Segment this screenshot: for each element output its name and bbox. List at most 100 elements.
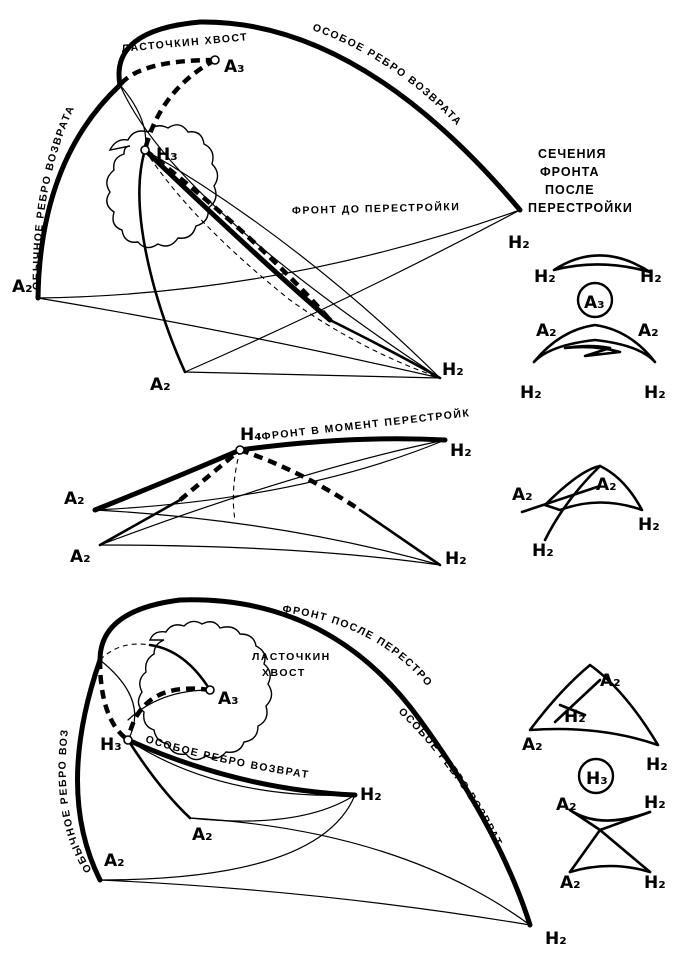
label-h2: H₂	[644, 873, 666, 893]
section-moment	[520, 464, 644, 542]
label-a2: A₂	[522, 735, 543, 755]
thin-line	[94, 439, 446, 511]
caption-sections: ФРОНТА	[540, 165, 599, 179]
label-h2: H₂	[360, 785, 382, 805]
label-h2: H₂	[532, 541, 554, 561]
label-a2: A₂	[70, 547, 91, 567]
label-a2: A₂	[150, 375, 171, 395]
label-a2: A₂	[638, 321, 659, 341]
point-a3	[205, 685, 215, 695]
label-h2: H₂	[442, 360, 464, 380]
label-h4: H₄	[240, 425, 262, 445]
label-a2: A₂	[192, 825, 213, 845]
swallowtail-region	[106, 124, 219, 249]
label-h2: H₂	[644, 383, 666, 403]
edge-a2-h4	[92, 447, 243, 513]
dashed-line	[232, 449, 241, 521]
thin-line	[94, 509, 441, 566]
edge-h4-h2	[237, 436, 448, 453]
label-a3: A₃	[218, 689, 239, 709]
label-h2: H₂	[445, 549, 467, 569]
thin-line	[99, 544, 441, 566]
swallowtail-edge	[148, 643, 212, 692]
label-a2: A₂	[104, 851, 125, 871]
label-h2: H₂	[508, 233, 530, 253]
ordinary-edge	[75, 657, 103, 883]
caption-special-edge: ОСОБОЕ РЕБРО ВОЗВРАТА	[311, 21, 464, 128]
dashed-line	[144, 149, 441, 379]
label-h2: H₂	[640, 267, 662, 287]
edge-a2-h2	[98, 498, 182, 547]
thin-line	[144, 149, 441, 379]
label-a3: A₃	[584, 293, 605, 313]
special-edge-inner	[125, 737, 358, 798]
edge-h3-a2	[126, 738, 192, 820]
caption-sections: ПЕРЕСТРОЙКИ	[528, 200, 633, 215]
dashed-edge	[97, 659, 130, 742]
caption-swallowtail: ХВОСТ	[262, 667, 306, 679]
label-a2: A₂	[64, 489, 85, 509]
label-h3: H₃	[586, 769, 608, 789]
special-edge	[116, 19, 523, 213]
label-h2: H₂	[638, 515, 660, 535]
dashed-edge	[143, 148, 332, 322]
dashed-edge	[239, 447, 362, 512]
label-a2: A₂	[512, 485, 533, 505]
caption-sections: ПОСЛЕ	[545, 183, 595, 197]
label-h2: H₂	[520, 383, 542, 403]
diagram-front-after	[75, 597, 533, 928]
section-h3	[528, 663, 660, 874]
thin-line	[99, 794, 356, 881]
label-h2: H₂	[646, 755, 668, 775]
thin-line	[99, 439, 446, 546]
point-a3	[210, 55, 220, 65]
dashed-edge	[125, 686, 211, 741]
diagram-front-before	[35, 19, 523, 380]
label-a2: A₂	[536, 321, 557, 341]
label-a2: A₂	[596, 475, 617, 495]
swallowtail-region	[137, 620, 273, 761]
label-h2: H₂	[534, 267, 556, 287]
caption-sections: СЕЧЕНИЯ	[538, 147, 606, 161]
caption-special-edge: ОСОБОЕ РЕБРО ВОЗВРАТА	[0, 0, 503, 848]
caption-front-before: ФРОНТ ДО ПЕРЕСТРОЙКИ	[292, 200, 461, 217]
thin-line	[184, 209, 521, 373]
edge-h3-h2-lower	[328, 318, 442, 380]
thin-line	[189, 817, 531, 926]
caption-front-after: ФРОНТ ПОСЛЕ ПЕРЕСТРОЙКИ	[0, 0, 435, 689]
label-a2: A₂	[556, 795, 577, 815]
thin-line	[127, 739, 356, 796]
point-h4	[235, 445, 245, 455]
dashed-edge	[118, 57, 216, 87]
label-a2: A₂	[12, 277, 33, 297]
label-h2: H₂	[644, 793, 666, 813]
point-h3	[140, 145, 150, 155]
dashed-edge	[178, 448, 242, 502]
thin-line	[189, 794, 356, 822]
label-a3: A₃	[224, 57, 245, 77]
edge-h4-h2-lower	[358, 508, 442, 567]
label-a2: A₂	[600, 671, 621, 691]
thin-line	[99, 879, 531, 926]
ordinary-edge	[35, 82, 123, 301]
label-h2: H₂	[545, 929, 567, 949]
caption-swallowtail: ЛАСТОЧКИН ХВОСТ	[121, 31, 249, 55]
label-h3: H₃	[100, 735, 122, 755]
edge-h3-h2	[142, 147, 333, 323]
caption-swallowtail: ЛАСТОЧКИН	[252, 651, 331, 663]
label-h3: H₃	[156, 145, 178, 165]
thin-line	[119, 84, 441, 379]
section-a3	[532, 254, 657, 364]
thin-line	[184, 371, 441, 379]
dashed-line	[99, 643, 151, 661]
thin-line	[99, 659, 136, 741]
thin-line	[37, 297, 441, 379]
edge-h3-a2	[138, 148, 187, 374]
diagram-front-moment	[92, 436, 448, 567]
label-h2: H₂	[564, 707, 586, 727]
point-h3	[123, 735, 133, 745]
label-a2: A₂	[560, 873, 581, 893]
label-h2: H₂	[450, 441, 472, 461]
special-edge	[97, 597, 533, 928]
